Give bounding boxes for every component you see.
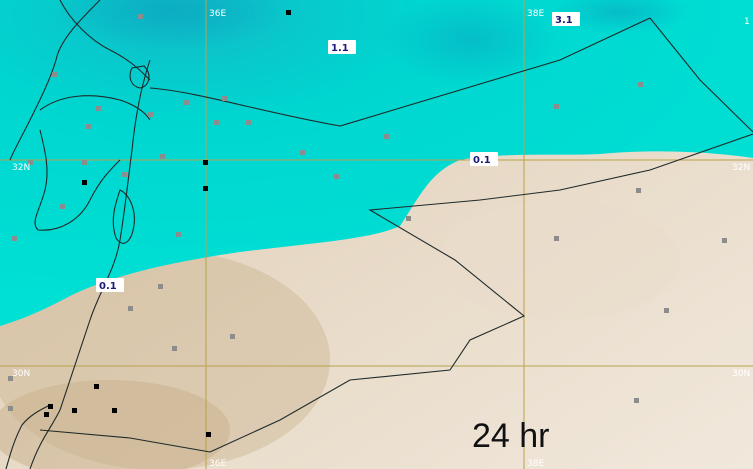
contour-label-1-1: 1.1 bbox=[331, 43, 349, 54]
precip-dark-patch-center bbox=[380, 0, 560, 85]
contour-label-0-1-center: 0.1 bbox=[473, 155, 491, 166]
border-west-bank-north bbox=[39, 95, 151, 121]
contour-label-3-1: 3.1 bbox=[555, 15, 573, 26]
gulf-aqaba bbox=[5, 404, 51, 469]
terrain-shade-south bbox=[0, 380, 230, 469]
terrain-shade-east bbox=[440, 200, 680, 320]
station-markers-gray bbox=[8, 14, 727, 411]
grid-label-36e-bottom: 36E bbox=[209, 459, 226, 469]
galilee-sea bbox=[129, 65, 150, 89]
grid-label-32n-right: 32N bbox=[732, 163, 750, 173]
grid-label-top-right-edge: 1 bbox=[744, 17, 750, 27]
grid-label-30n-right: 30N bbox=[732, 369, 750, 379]
grid-label-30n-left: 30N bbox=[12, 369, 30, 379]
forecast-time-label: 24 hr bbox=[472, 417, 550, 455]
border-north bbox=[59, 0, 151, 81]
dead-sea bbox=[112, 189, 135, 244]
border-jordan-iraq bbox=[649, 17, 753, 133]
contour-label-0-1-west: 0.1 bbox=[99, 281, 117, 292]
precip-area bbox=[0, 0, 753, 326]
grid-label-36e-top: 36E bbox=[209, 9, 226, 19]
border-west-bank bbox=[34, 129, 121, 231]
jordan-valley bbox=[29, 59, 151, 469]
precip-dark-patch-east bbox=[550, 0, 690, 34]
border-jordan-saudi-north bbox=[209, 133, 753, 453]
grid-label-38e-bottom: 38E bbox=[527, 459, 544, 469]
coastline-west bbox=[9, 0, 101, 161]
grid-label-32n-left: 32N bbox=[12, 163, 30, 173]
precip-dark-patch-top bbox=[50, 0, 290, 50]
border-east-west-top bbox=[149, 17, 651, 127]
grid-label-38e-top: 38E bbox=[527, 9, 544, 19]
borders bbox=[5, 0, 753, 469]
station-markers-black bbox=[44, 10, 291, 437]
border-jordan-saudi-south bbox=[39, 429, 211, 453]
